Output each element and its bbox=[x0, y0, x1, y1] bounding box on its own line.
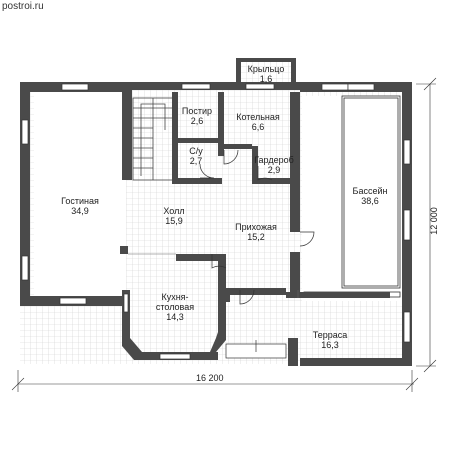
doors bbox=[199, 149, 315, 352]
watermark: postroi.ru bbox=[2, 1, 44, 12]
living-floor bbox=[34, 92, 126, 302]
dimension-width: 16 200 bbox=[196, 373, 224, 383]
interior-lines bbox=[128, 253, 299, 298]
dimension-height: 12 000 bbox=[429, 207, 439, 235]
dimension-lines bbox=[11, 77, 437, 392]
pool bbox=[303, 95, 401, 298]
